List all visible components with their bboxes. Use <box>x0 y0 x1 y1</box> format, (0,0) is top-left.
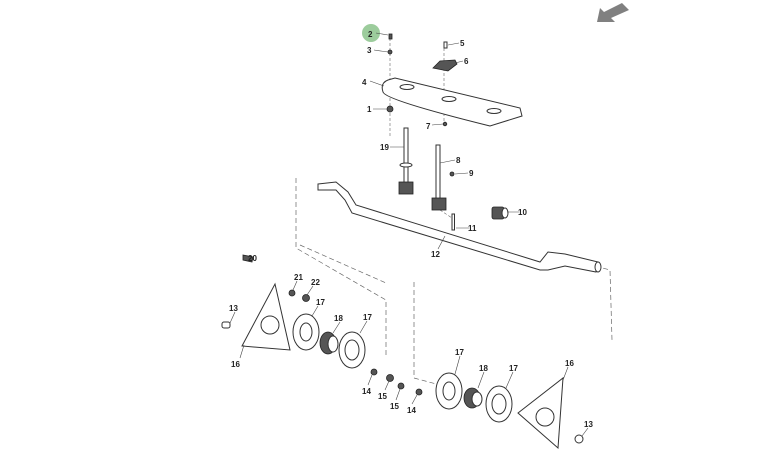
rod-19[interactable] <box>398 127 414 195</box>
mounting-plate[interactable] <box>381 77 523 127</box>
nut-14-a[interactable] <box>370 368 378 376</box>
nut-14-b[interactable] <box>415 388 423 396</box>
callout-6[interactable]: 6 <box>464 57 469 66</box>
bolt-13-left[interactable] <box>221 321 231 329</box>
bolt-20[interactable] <box>242 254 254 263</box>
nut-7[interactable] <box>442 121 448 127</box>
callout-3[interactable]: 3 <box>367 46 372 55</box>
clamp-6[interactable] <box>432 59 458 72</box>
triangle-plate-right[interactable] <box>517 376 564 450</box>
callout-16[interactable]: 16 <box>565 359 574 368</box>
callout-14[interactable]: 14 <box>362 387 371 396</box>
callout-1[interactable]: 1 <box>367 105 372 114</box>
callout-17[interactable]: 17 <box>316 298 325 307</box>
callout-13[interactable]: 13 <box>229 304 238 313</box>
back-arrow-icon[interactable] <box>597 3 629 22</box>
right-bearing-outline <box>413 282 441 386</box>
nut-22[interactable] <box>302 294 310 302</box>
nut-15-b[interactable] <box>397 382 405 390</box>
callout-8[interactable]: 8 <box>456 156 461 165</box>
crank-shaft[interactable] <box>317 181 602 273</box>
shaft-group-outline-right <box>579 261 613 341</box>
nut-1[interactable] <box>386 105 394 113</box>
washer-21[interactable] <box>288 289 296 297</box>
shaft-group-outline <box>295 178 387 357</box>
washer-3[interactable] <box>387 49 393 55</box>
bearing-18-right[interactable] <box>463 387 483 409</box>
nut-15-a[interactable] <box>386 374 394 382</box>
callout-15[interactable]: 15 <box>390 402 399 411</box>
callout-2[interactable]: 2 <box>368 30 373 39</box>
callout-13[interactable]: 13 <box>584 420 593 429</box>
callout-9[interactable]: 9 <box>469 169 474 178</box>
callout-11[interactable]: 11 <box>468 224 477 233</box>
callout-18[interactable]: 18 <box>479 364 488 373</box>
selected-callout-highlight[interactable] <box>362 24 380 42</box>
callout-14[interactable]: 14 <box>407 406 416 415</box>
callout-5[interactable]: 5 <box>460 39 465 48</box>
bolt-11[interactable] <box>451 213 455 231</box>
rod-8[interactable] <box>431 144 447 211</box>
callout-12[interactable]: 12 <box>431 250 440 259</box>
callout-19[interactable]: 19 <box>380 143 389 152</box>
callout-20[interactable]: 20 <box>248 254 257 263</box>
callout-15[interactable]: 15 <box>378 392 387 401</box>
callout-18[interactable]: 18 <box>334 314 343 323</box>
triangle-plate-left[interactable] <box>241 282 291 351</box>
callout-4[interactable]: 4 <box>362 78 367 87</box>
bolt-13-right[interactable] <box>574 434 584 444</box>
callout-16[interactable]: 16 <box>231 360 240 369</box>
bolt-9[interactable] <box>449 171 455 177</box>
callout-17[interactable]: 17 <box>363 313 372 322</box>
callout-21[interactable]: 21 <box>294 273 303 282</box>
callout-17[interactable]: 17 <box>509 364 518 373</box>
callout-17[interactable]: 17 <box>455 348 464 357</box>
bolt-2[interactable] <box>388 33 393 40</box>
bolt-5[interactable] <box>443 41 448 49</box>
bearing-18-left[interactable] <box>319 331 339 355</box>
callout-10[interactable]: 10 <box>518 208 527 217</box>
bushing-10[interactable] <box>491 206 509 220</box>
callout-7[interactable]: 7 <box>426 122 431 131</box>
callout-22[interactable]: 22 <box>311 278 320 287</box>
